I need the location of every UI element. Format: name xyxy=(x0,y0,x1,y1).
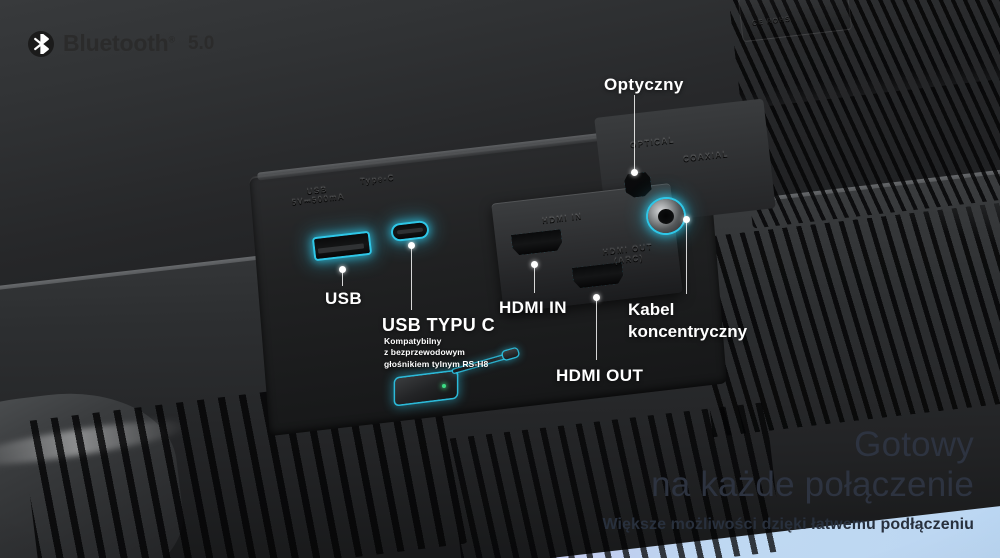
coaxial-label-line-1: Kabel xyxy=(628,300,675,319)
bluetooth-wordmark: Bluetooth® xyxy=(63,30,175,57)
callout-sublabel-usb-typec: Kompatybilny z bezprzewodowym głośnikiem… xyxy=(384,336,488,370)
callout-label-optical: Optyczny xyxy=(604,75,684,94)
usb-callout-dot xyxy=(339,266,346,273)
usb-c-sub-line-3: głośnikiem tylnym RS-H8 xyxy=(384,358,489,369)
bluetooth-registered-mark: ® xyxy=(168,34,176,45)
coaxial-callout-line xyxy=(686,222,688,294)
callout-label-hdmi-in: HDMI IN xyxy=(499,298,567,317)
usb-callout-line xyxy=(342,272,344,286)
headline-line-1: Gotowy xyxy=(854,424,974,464)
usb-c-callout-dot xyxy=(408,242,415,249)
hdmi-out-callout-line xyxy=(596,300,598,360)
hdmi-in-callout-dot xyxy=(531,261,538,268)
bluetooth-name-text: Bluetooth xyxy=(63,30,169,56)
callout-label-hdmi-out: HDMI OUT xyxy=(556,366,644,385)
marketing-headline: Gotowy na każde połączenie xyxy=(602,425,974,506)
wireless-dongle-led xyxy=(442,384,446,388)
optical-callout-dot xyxy=(631,169,638,176)
callout-label-usb: USB xyxy=(325,289,363,308)
callout-label-coaxial: Kabel koncentryczny xyxy=(628,299,747,343)
hdmi-out-callout-dot xyxy=(593,294,600,301)
marketing-copy: Gotowy na każde połączenie Większe możli… xyxy=(602,425,974,534)
hdmi-in-callout-line xyxy=(534,267,536,293)
headline-line-2: na każde połączenie xyxy=(651,465,974,505)
coaxial-callout-dot xyxy=(683,216,690,223)
coaxial-label-line-2: koncentryczny xyxy=(628,321,748,341)
callout-label-usb-typec: USB TYPU C xyxy=(382,315,496,335)
bluetooth-badge: Bluetooth® 5.0 xyxy=(28,30,214,57)
usb-c-callout-line xyxy=(411,248,413,310)
usb-c-sub-line-2: z bezprzewodowym xyxy=(384,347,465,358)
optical-callout-line xyxy=(634,95,636,171)
usb-c-sub-line-1: Kompatybilny xyxy=(384,336,442,346)
bluetooth-icon xyxy=(28,30,54,57)
marketing-subheadline: Większe możliwości dzięki łatwemu podłąc… xyxy=(602,516,974,533)
bluetooth-version: 5.0 xyxy=(187,32,215,54)
